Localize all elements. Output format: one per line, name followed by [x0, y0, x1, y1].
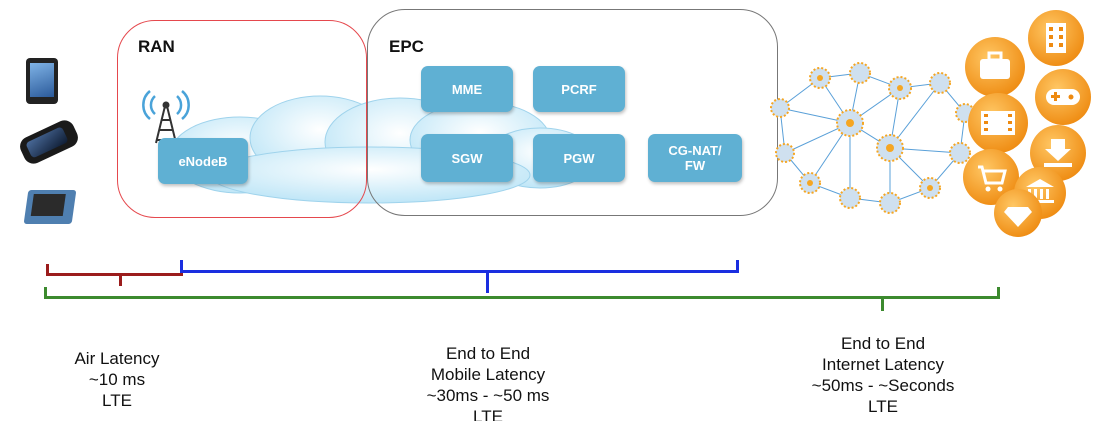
internet-latency-bracket	[44, 287, 1000, 299]
epc-label: EPC	[389, 37, 424, 56]
fw-label: FW	[684, 158, 706, 173]
building-icon	[1028, 10, 1084, 66]
download-icon	[1030, 125, 1086, 181]
services-cluster	[963, 10, 1091, 237]
epc-region	[367, 9, 778, 216]
mobile-latency-title: End to End	[445, 344, 531, 363]
internet-latency-subtitle: Internet Latency	[822, 355, 944, 374]
internet-latency-title: End to End	[840, 334, 926, 353]
mobile-latency-tick	[486, 271, 489, 293]
diamond-icon	[994, 189, 1042, 237]
film-icon	[968, 93, 1028, 153]
cell-tower-icon	[142, 90, 190, 144]
ran-label: RAN	[138, 37, 175, 56]
cart-icon	[963, 149, 1019, 205]
air-latency-title: Air Latency	[74, 349, 160, 368]
mobile-latency-bracket	[180, 260, 739, 273]
internet-latency-tick	[881, 297, 884, 311]
internet-latency-tech: LTE	[868, 397, 898, 416]
air-latency-tick	[119, 274, 122, 286]
enodeb-node: eNodeB	[158, 138, 248, 184]
air-latency-text: Air Latency ~10 ms LTE	[52, 348, 182, 411]
smartphone-icon	[16, 117, 82, 167]
mobile-latency-subtitle: Mobile Latency	[430, 365, 546, 384]
internet-latency-text: End to End Internet Latency ~50ms - ~Sec…	[778, 333, 988, 417]
mobile-latency-value: ~30ms - ~50 ms	[426, 386, 550, 405]
mme-node: MME	[421, 66, 513, 112]
tablet-case-icon	[23, 190, 77, 224]
air-latency-tech: LTE	[102, 391, 132, 410]
mobile-latency-text: End to End Mobile Latency ~30ms - ~50 ms…	[398, 343, 578, 421]
internet-mesh-icon	[770, 62, 975, 214]
gamepad-icon	[1035, 69, 1091, 125]
air-latency-value: ~10 ms	[88, 370, 146, 389]
tablet-icon	[26, 58, 58, 104]
cgnat-label: CG-NAT/	[668, 143, 722, 158]
mobile-latency-tech: LTE	[473, 407, 503, 421]
ran-region	[117, 20, 367, 218]
luggage-icon	[965, 37, 1025, 97]
cgnat-fw-node: CG-NAT/ FW	[648, 134, 742, 182]
sgw-node: SGW	[421, 134, 513, 182]
air-latency-bracket	[46, 264, 183, 276]
internet-latency-value: ~50ms - ~Seconds	[811, 376, 955, 395]
pgw-node: PGW	[533, 134, 625, 182]
pcrf-node: PCRF	[533, 66, 625, 112]
